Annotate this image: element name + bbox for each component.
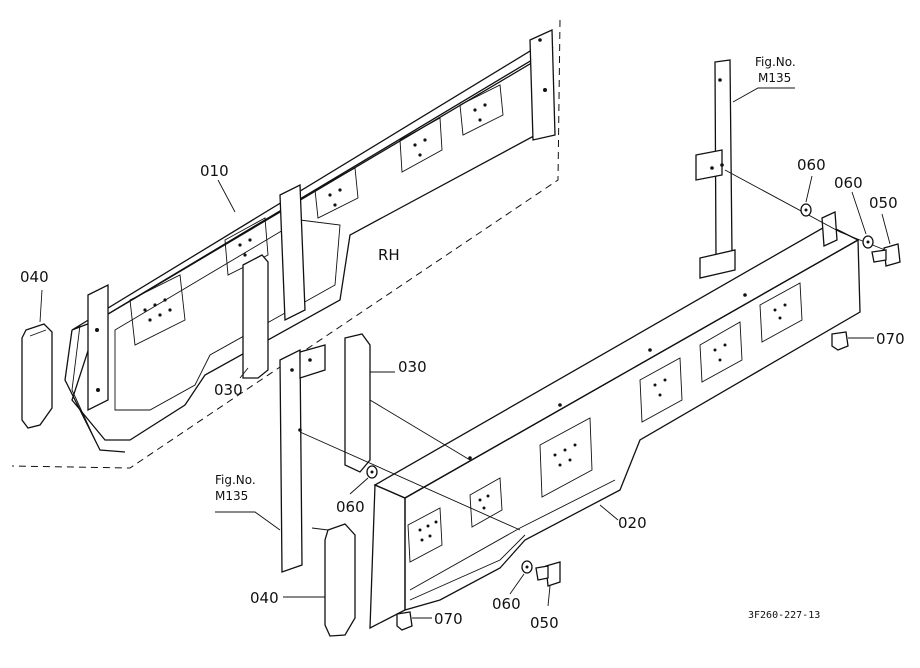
end-cap-left bbox=[21, 323, 53, 429]
washer-center bbox=[366, 465, 378, 479]
part-label-070-right: 070 bbox=[876, 330, 905, 348]
fig-ref-top-line1: Fig.No. bbox=[755, 55, 796, 69]
bolt-bottom bbox=[535, 561, 561, 587]
part-label-070-bottom: 070 bbox=[434, 610, 463, 628]
bolt-right bbox=[871, 243, 901, 267]
part-label-060-bottom: 060 bbox=[492, 595, 521, 613]
washer-right-1 bbox=[800, 203, 812, 217]
part-label-060-right2: 060 bbox=[834, 174, 863, 192]
washer-bottom bbox=[521, 560, 533, 574]
nut-right bbox=[831, 331, 849, 351]
part-label-050-bottom: 050 bbox=[530, 614, 559, 632]
part-label-060-right1: 060 bbox=[797, 156, 826, 174]
leader-040-left bbox=[39, 289, 43, 323]
part-label-020: 020 bbox=[618, 514, 647, 532]
leader-060-center bbox=[349, 477, 369, 495]
part-label-050-right: 050 bbox=[869, 194, 898, 212]
leader-010 bbox=[217, 179, 236, 213]
nut-bottom bbox=[396, 611, 413, 631]
leader-050-bottom bbox=[547, 585, 551, 607]
assembly-line-1 bbox=[299, 431, 521, 531]
fig-ref-left-line2: M135 bbox=[215, 489, 248, 503]
upright-bracket-right bbox=[695, 59, 736, 279]
end-cap-bottom bbox=[311, 523, 356, 637]
washer-right-2 bbox=[862, 235, 874, 249]
leader-060-right1 bbox=[805, 175, 813, 203]
leader-060-right2 bbox=[851, 191, 867, 235]
part-label-030-left: 030 bbox=[214, 381, 243, 399]
main-frame-lh bbox=[369, 211, 861, 630]
fig-ref-top-line2: M135 bbox=[758, 71, 791, 85]
part-label-040-left: 040 bbox=[20, 268, 49, 286]
part-label-040-bottom: 040 bbox=[250, 589, 279, 607]
divider-plate-left bbox=[242, 254, 269, 379]
upright-bracket-left bbox=[279, 344, 326, 573]
fig-ref-left-line1: Fig.No. bbox=[215, 473, 256, 487]
leader-060-bottom bbox=[509, 573, 525, 595]
drawing-code: 3F260-227-13 bbox=[748, 610, 820, 621]
assembly-line-2 bbox=[369, 399, 471, 461]
side-label-rh: RH bbox=[378, 246, 400, 264]
leader-030-left bbox=[239, 367, 249, 379]
part-label-030-center: 030 bbox=[398, 358, 427, 376]
side-frame-rh bbox=[64, 29, 556, 453]
part-label-010: 010 bbox=[200, 162, 229, 180]
divider-plate-center bbox=[344, 333, 371, 473]
leader-020 bbox=[599, 504, 619, 521]
leader-fig-left bbox=[215, 511, 281, 531]
leader-050-right bbox=[881, 213, 891, 245]
leader-fig-top bbox=[732, 87, 795, 103]
rh-boundary bbox=[11, 19, 561, 469]
part-label-060-center: 060 bbox=[336, 498, 365, 516]
